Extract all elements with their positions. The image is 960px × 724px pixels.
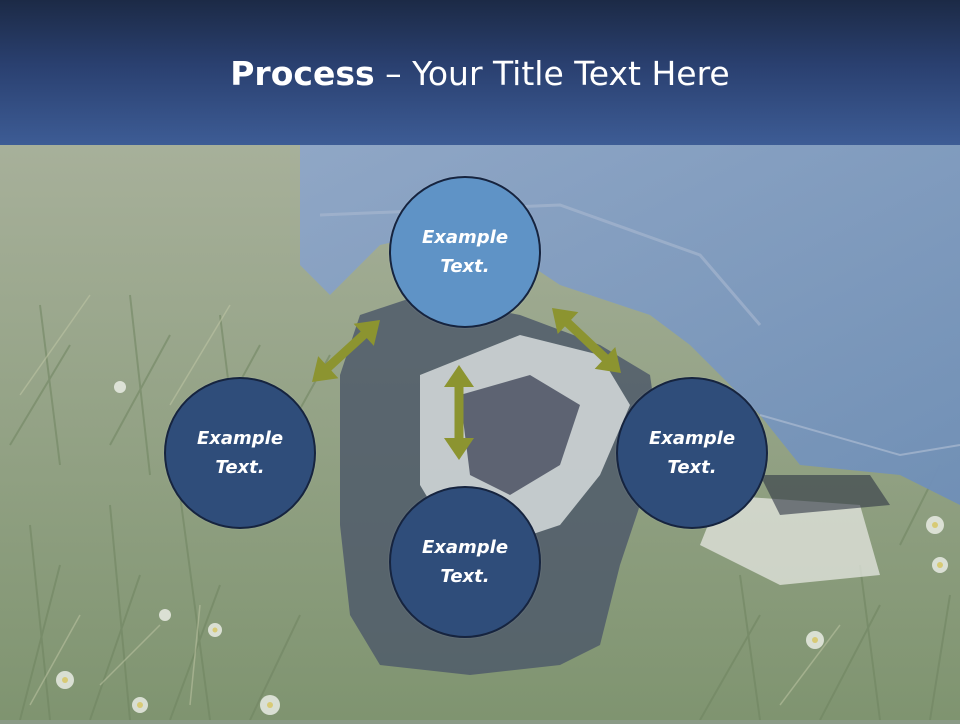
node-right-line2: Text. — [667, 457, 717, 478]
arrow-center-vertical-head-start — [444, 365, 474, 387]
title-bar: Process – Your Title Text Here — [0, 0, 960, 145]
arrow-center-vertical-head-end — [444, 438, 474, 460]
node-top-line2: Text. — [440, 256, 490, 277]
process-node-bottom[interactable]: Example Text. — [389, 486, 541, 638]
node-top-line1: Example — [421, 227, 509, 248]
node-right-line1: Example — [648, 428, 736, 449]
process-node-right[interactable]: Example Text. — [616, 377, 768, 529]
title-bold-part: Process — [230, 54, 375, 93]
node-bottom-line1: Example — [421, 537, 509, 558]
arrow-center-vertical — [444, 365, 474, 460]
node-left-line2: Text. — [215, 457, 265, 478]
arrow-top-right-head-start — [552, 308, 579, 335]
arrows-layer — [312, 308, 621, 460]
arrow-top-left-shaft — [323, 330, 369, 372]
slide-title[interactable]: Process – Your Title Text Here — [0, 52, 960, 96]
arrow-top-left-head-end — [312, 356, 339, 382]
arrow-top-right-shaft — [563, 318, 610, 363]
arrow-top-right-head-end — [594, 346, 621, 373]
arrow-top-right — [552, 308, 621, 373]
node-bottom-line2: Text. — [440, 566, 490, 587]
title-rest-part: – Your Title Text Here — [374, 54, 730, 93]
arrow-top-left-head-start — [353, 320, 380, 346]
arrow-top-left — [312, 320, 380, 382]
process-node-left[interactable]: Example Text. — [164, 377, 316, 529]
node-left-line1: Example — [196, 428, 284, 449]
process-node-top[interactable]: Example Text. — [389, 176, 541, 328]
